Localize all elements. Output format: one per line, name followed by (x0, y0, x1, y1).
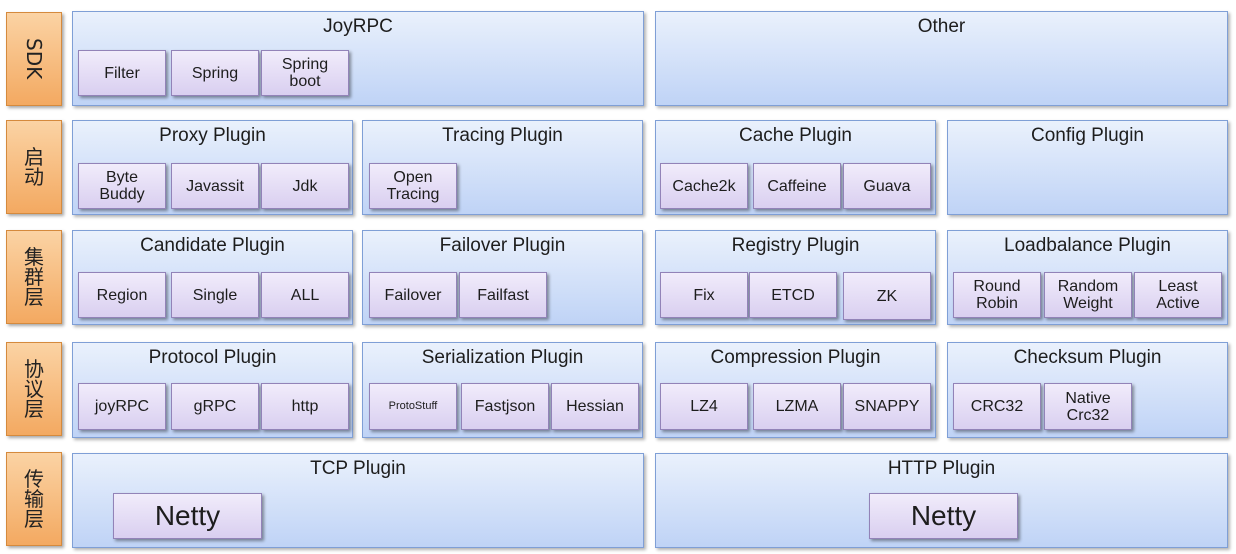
panel-proxy-plugin: Proxy Plugin Byte Buddy Javassit Jdk (72, 120, 353, 215)
chip-failfast: Failfast (459, 272, 547, 318)
chip-zk: ZK (843, 272, 931, 320)
panel-failover-plugin-title: Failover Plugin (439, 235, 566, 256)
chip-javassit: Javassit (171, 163, 259, 209)
chip-failover: Failover (369, 272, 457, 318)
chip-all: ALL (261, 272, 349, 318)
panel-candidate-plugin: Candidate Plugin Region Single ALL (72, 230, 353, 325)
panel-joyrpc-title: JoyRPC (323, 16, 393, 37)
chip-lz4: LZ4 (660, 383, 748, 430)
panel-registry-plugin: Registry Plugin Fix ETCD ZK (655, 230, 936, 325)
chip-single: Single (171, 272, 259, 318)
panel-other: Other (655, 11, 1228, 106)
panel-protocol-plugin-title: Protocol Plugin (148, 347, 277, 368)
layer-label-protocol: 协议层 (6, 342, 62, 436)
layer-label-transport: 传输层 (6, 452, 62, 546)
chip-spring-boot: Spring boot (261, 50, 349, 96)
chip-snappy: SNAPPY (843, 383, 931, 430)
layer-label-cluster: 集群层 (6, 230, 62, 324)
panel-http-plugin: HTTP Plugin Netty (655, 453, 1228, 548)
panel-compression-plugin-title: Compression Plugin (710, 347, 881, 368)
chip-spring: Spring (171, 50, 259, 96)
panel-serialization-plugin: Serialization Plugin ProtoStuff Fastjson… (362, 342, 643, 438)
panel-checksum-plugin-title: Checksum Plugin (1013, 347, 1162, 368)
chip-region: Region (78, 272, 166, 318)
chip-native-crc32: Native Crc32 (1044, 383, 1132, 430)
layer-label-transport-text: 传输层 (24, 467, 44, 531)
chip-http: http (261, 383, 349, 430)
layer-label-startup: 启动 (6, 120, 62, 214)
panel-joyrpc: JoyRPC Filter Spring Spring boot (72, 11, 644, 106)
chip-tcp-netty: Netty (113, 493, 262, 539)
panel-proxy-plugin-title: Proxy Plugin (159, 125, 266, 146)
chip-etcd: ETCD (749, 272, 837, 318)
panel-protocol-plugin: Protocol Plugin joyRPC gRPC http (72, 342, 353, 438)
chip-hessian: Hessian (551, 383, 639, 430)
layer-label-protocol-text: 协议层 (24, 357, 44, 421)
chip-filter: Filter (78, 50, 166, 96)
panel-cache-plugin: Cache Plugin Cache2k Caffeine Guava (655, 120, 936, 215)
panel-checksum-plugin: Checksum Plugin CRC32 Native Crc32 (947, 342, 1228, 438)
layer-label-sdk: SDK (6, 12, 62, 106)
panel-tcp-plugin-title: TCP Plugin (310, 458, 406, 479)
panel-compression-plugin: Compression Plugin LZ4 LZMA SNAPPY (655, 342, 936, 438)
chip-least-active: Least Active (1134, 272, 1222, 318)
chip-fix: Fix (660, 272, 748, 318)
chip-byte-buddy: Byte Buddy (78, 163, 166, 209)
chip-grpc: gRPC (171, 383, 259, 430)
chip-jdk: Jdk (261, 163, 349, 209)
chip-round-robin: Round Robin (953, 272, 1041, 318)
panel-config-plugin: Config Plugin (947, 120, 1228, 215)
panel-http-plugin-title: HTTP Plugin (887, 458, 996, 479)
chip-joyrpc: joyRPC (78, 383, 166, 430)
chip-http-netty: Netty (869, 493, 1018, 539)
chip-fastjson: Fastjson (461, 383, 549, 430)
panel-serialization-plugin-title: Serialization Plugin (421, 347, 584, 368)
panel-config-plugin-title: Config Plugin (1030, 125, 1145, 146)
chip-guava: Guava (843, 163, 931, 209)
chip-random-weight: Random Weight (1044, 272, 1132, 318)
panel-candidate-plugin-title: Candidate Plugin (140, 235, 285, 256)
panel-loadbalance-plugin-title: Loadbalance Plugin (1004, 235, 1171, 256)
panel-tracing-plugin: Tracing Plugin Open Tracing (362, 120, 643, 215)
panel-loadbalance-plugin: Loadbalance Plugin Round Robin Random We… (947, 230, 1228, 325)
layer-label-sdk-text: SDK (22, 38, 46, 80)
panel-cache-plugin-title: Cache Plugin (738, 125, 853, 146)
panel-registry-plugin-title: Registry Plugin (731, 235, 860, 256)
panel-failover-plugin: Failover Plugin Failover Failfast (362, 230, 643, 325)
panel-other-title: Other (917, 16, 966, 37)
chip-protostuff: ProtoStuff (369, 383, 457, 430)
layer-label-cluster-text: 集群层 (24, 245, 44, 309)
panel-tracing-plugin-title: Tracing Plugin (442, 125, 563, 146)
chip-cache2k: Cache2k (660, 163, 748, 209)
chip-open-tracing: Open Tracing (369, 163, 457, 209)
chip-caffeine: Caffeine (753, 163, 841, 209)
chip-crc32: CRC32 (953, 383, 1041, 430)
chip-lzma: LZMA (753, 383, 841, 430)
panel-tcp-plugin: TCP Plugin Netty (72, 453, 644, 548)
layer-label-startup-text: 启动 (24, 145, 44, 189)
